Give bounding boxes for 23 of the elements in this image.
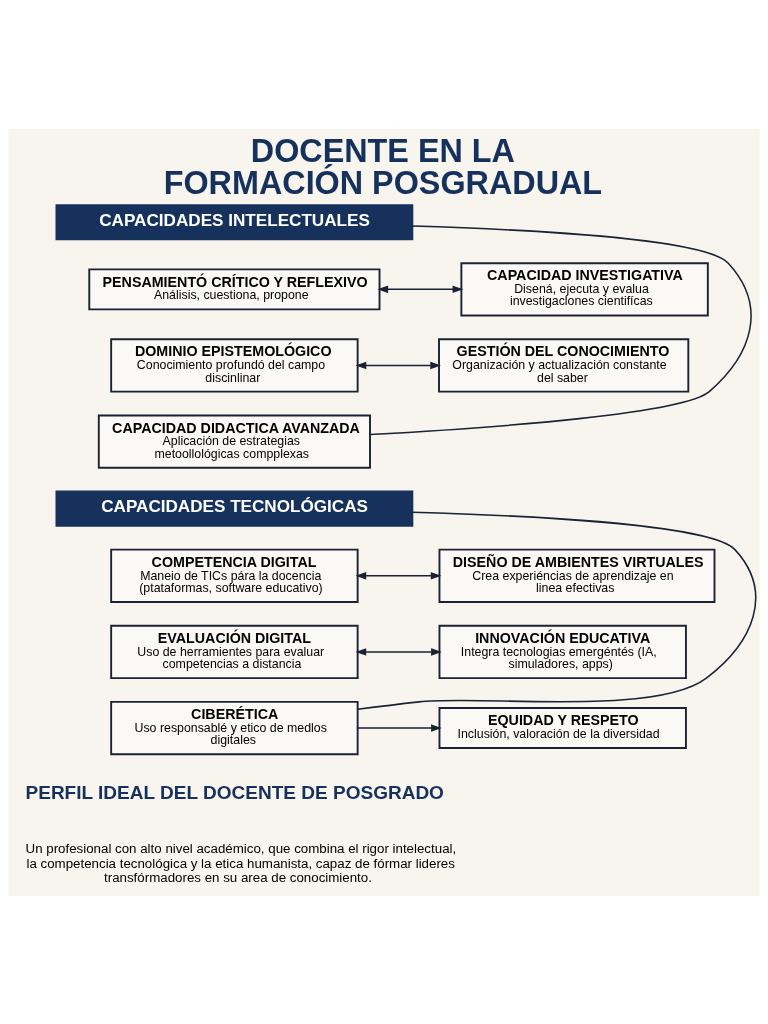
node-box: CAPACIDADES TECNOLÓGICAS	[55, 490, 414, 527]
node-box: CAPACIDADES INTELECTUALES	[55, 203, 414, 240]
arrow	[355, 571, 442, 580]
node-box: EVALUACIÓN DIGITAL Uso de herramientes para evaluar competencias a distancia	[110, 624, 359, 679]
arrow	[355, 361, 441, 369]
diagram-title: DOCENTE EN LA FORMACIÓN POSGRADUAL	[163, 132, 603, 201]
node-box: PENSAMIENTÓ CRÍTICO Y REFLEXIVO Análisis, cuestiona, propone	[88, 267, 381, 310]
node-box: EQUIDAD Y RESPETO Inclusión, valoración de la diversidad	[438, 706, 687, 749]
node-box: DOMINIO EPISTEMOLÓGICO Conocimiento profundó del campo discinlinar	[110, 337, 359, 393]
node-box: CIBERÉTICA Uso responsablé y etico de medlos digitales	[110, 700, 359, 755]
arrow	[377, 285, 464, 293]
connector	[369, 224, 752, 435]
node-box: DISEÑO DE AMBIENTES VIRTUALES Crea experiéncias de aprendizaje en linea efectivas	[438, 548, 716, 603]
arrow	[357, 723, 442, 732]
label: PERFIL IDEAL DEL DOCENTE DE POSGRADO	[25, 781, 444, 803]
node-box: CAPACIDAD DIDACTICA AVANZADA Aplicación de estrategias metoollológicas compplexas	[97, 414, 371, 469]
node-box: INNOVACIÓN EDUCATIVA Integra tecnologias emergéntés (IA, simuladores, apps)	[438, 624, 687, 679]
connector	[356, 511, 757, 710]
label: Un profesional con alto nivel académico, que combina el rigor intelectual, la competencia tecnológica y la etica humanista, capaz de fórmar lideres transfórmadores en su area de conocimiento.	[25, 840, 457, 885]
node-box: COMPETENCIA DIGITAL Maneio de TICs pára la docencia (ptataformas, software educativo)	[110, 548, 359, 603]
node-box: CAPACIDAD INVESTIGATIVA Disená, ejecuta y evalua investigaclones cientifícas	[460, 261, 709, 316]
arrow	[355, 647, 442, 656]
node-box: GESTIÓN DEL CONOCIMIENTO Organización y actualización constante del saber	[438, 337, 690, 393]
